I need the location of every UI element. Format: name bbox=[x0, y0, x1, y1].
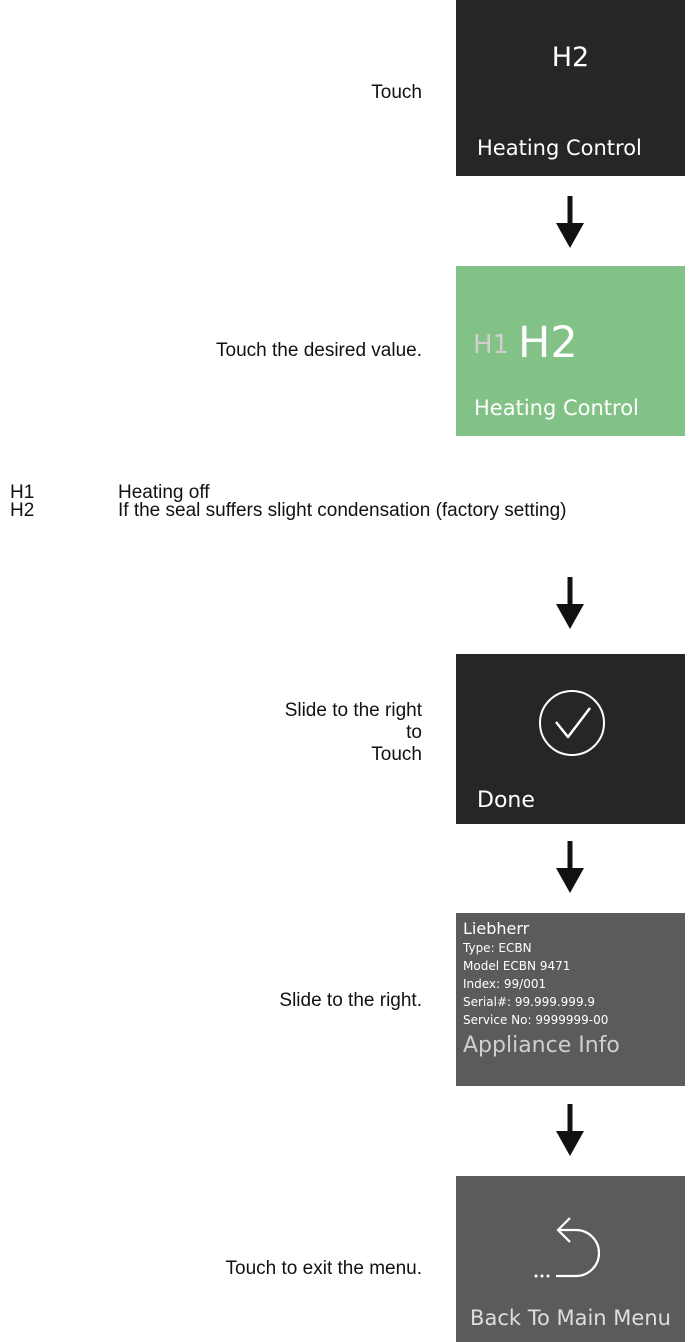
legend-row-h2: H2 If the seal suffers slight condensati… bbox=[10, 500, 690, 522]
step5-instruction: Touch to exit the menu. bbox=[225, 1258, 422, 1279]
heating-control-selection-tile: H1 H2 Heating Control bbox=[456, 266, 685, 436]
down-arrow-icon bbox=[556, 196, 584, 248]
done-label: Done bbox=[477, 788, 535, 813]
down-arrow-icon bbox=[556, 1104, 584, 1156]
return-arrow-icon bbox=[534, 1217, 601, 1278]
checkmark-circle-icon bbox=[539, 690, 605, 756]
info-model: Model ECBN 9471 bbox=[463, 959, 571, 973]
back-to-main-menu-label: Back To Main Menu bbox=[470, 1306, 671, 1330]
legend-key: H1 bbox=[10, 482, 35, 503]
step2-instruction: Touch the desired value. bbox=[216, 340, 422, 361]
info-service: Service No: 9999999-00 bbox=[463, 1013, 609, 1027]
appliance-info-tile[interactable]: Liebherr Type: ECBN Model ECBN 9471 Inde… bbox=[456, 913, 685, 1086]
legend-key: H2 bbox=[10, 500, 35, 521]
heating-control-tile[interactable]: H2 Heating Control bbox=[456, 0, 685, 176]
step3-line3: Touch bbox=[371, 744, 422, 765]
heating-value: H2 bbox=[551, 42, 590, 73]
back-to-main-menu-tile[interactable]: Back To Main Menu bbox=[456, 1176, 685, 1342]
step3-instruction: Slide to the right to Touch bbox=[200, 700, 422, 766]
legend-row-h1: H1 Heating off bbox=[10, 482, 690, 504]
option-h2[interactable]: H2 bbox=[518, 318, 578, 368]
step3-line2: to bbox=[406, 722, 422, 743]
info-type: Type: ECBN bbox=[463, 941, 532, 955]
down-arrow-icon bbox=[556, 577, 584, 629]
option-h1[interactable]: H1 bbox=[473, 330, 510, 360]
info-serial: Serial#: 99.999.999.9 bbox=[463, 995, 596, 1009]
legend-description: If the seal suffers slight condensation … bbox=[118, 500, 567, 521]
heating-control-label: Heating Control bbox=[474, 396, 639, 420]
done-tile[interactable]: Done bbox=[456, 654, 685, 824]
step4-instruction: Slide to the right. bbox=[279, 990, 422, 1011]
down-arrow-icon bbox=[556, 841, 584, 893]
appliance-info-label: Appliance Info bbox=[463, 1033, 620, 1058]
legend-description: Heating off bbox=[118, 482, 210, 503]
info-brand: Liebherr bbox=[463, 919, 530, 938]
heating-control-label: Heating Control bbox=[477, 136, 642, 160]
info-index: Index: 99/001 bbox=[463, 977, 547, 991]
step1-instruction: Touch bbox=[371, 82, 422, 103]
step3-line1: Slide to the right bbox=[284, 700, 422, 721]
